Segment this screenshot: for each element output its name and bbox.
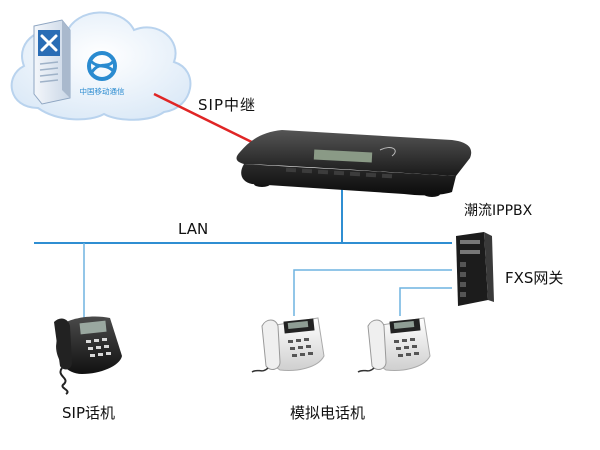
analog-phone-icon — [251, 317, 325, 373]
ippbx-label: 潮流IPPBX — [464, 203, 533, 219]
carrier-cloud: 中国移动通信 — [10, 11, 192, 121]
fxs-gateway-label: FXS网关 — [505, 269, 564, 287]
server-icon — [33, 19, 71, 105]
analog-phone-lines — [293, 269, 452, 316]
ippbx-device-icon — [236, 130, 472, 197]
lan-lines — [34, 186, 452, 320]
analog-phone-icon — [357, 317, 431, 373]
china-mobile-caption: 中国移动通信 — [80, 86, 125, 96]
sip-phone-label: SIP话机 — [62, 404, 115, 422]
sip-phone-icon — [54, 316, 122, 395]
china-mobile-logo-icon: 中国移动通信 — [80, 51, 125, 96]
fxs-gateway-icon — [456, 232, 494, 306]
lan-label: LAN — [178, 220, 209, 238]
analog-phones-label: 模拟电话机 — [290, 404, 366, 422]
sip-trunk-label: SIP中继 — [198, 96, 256, 114]
